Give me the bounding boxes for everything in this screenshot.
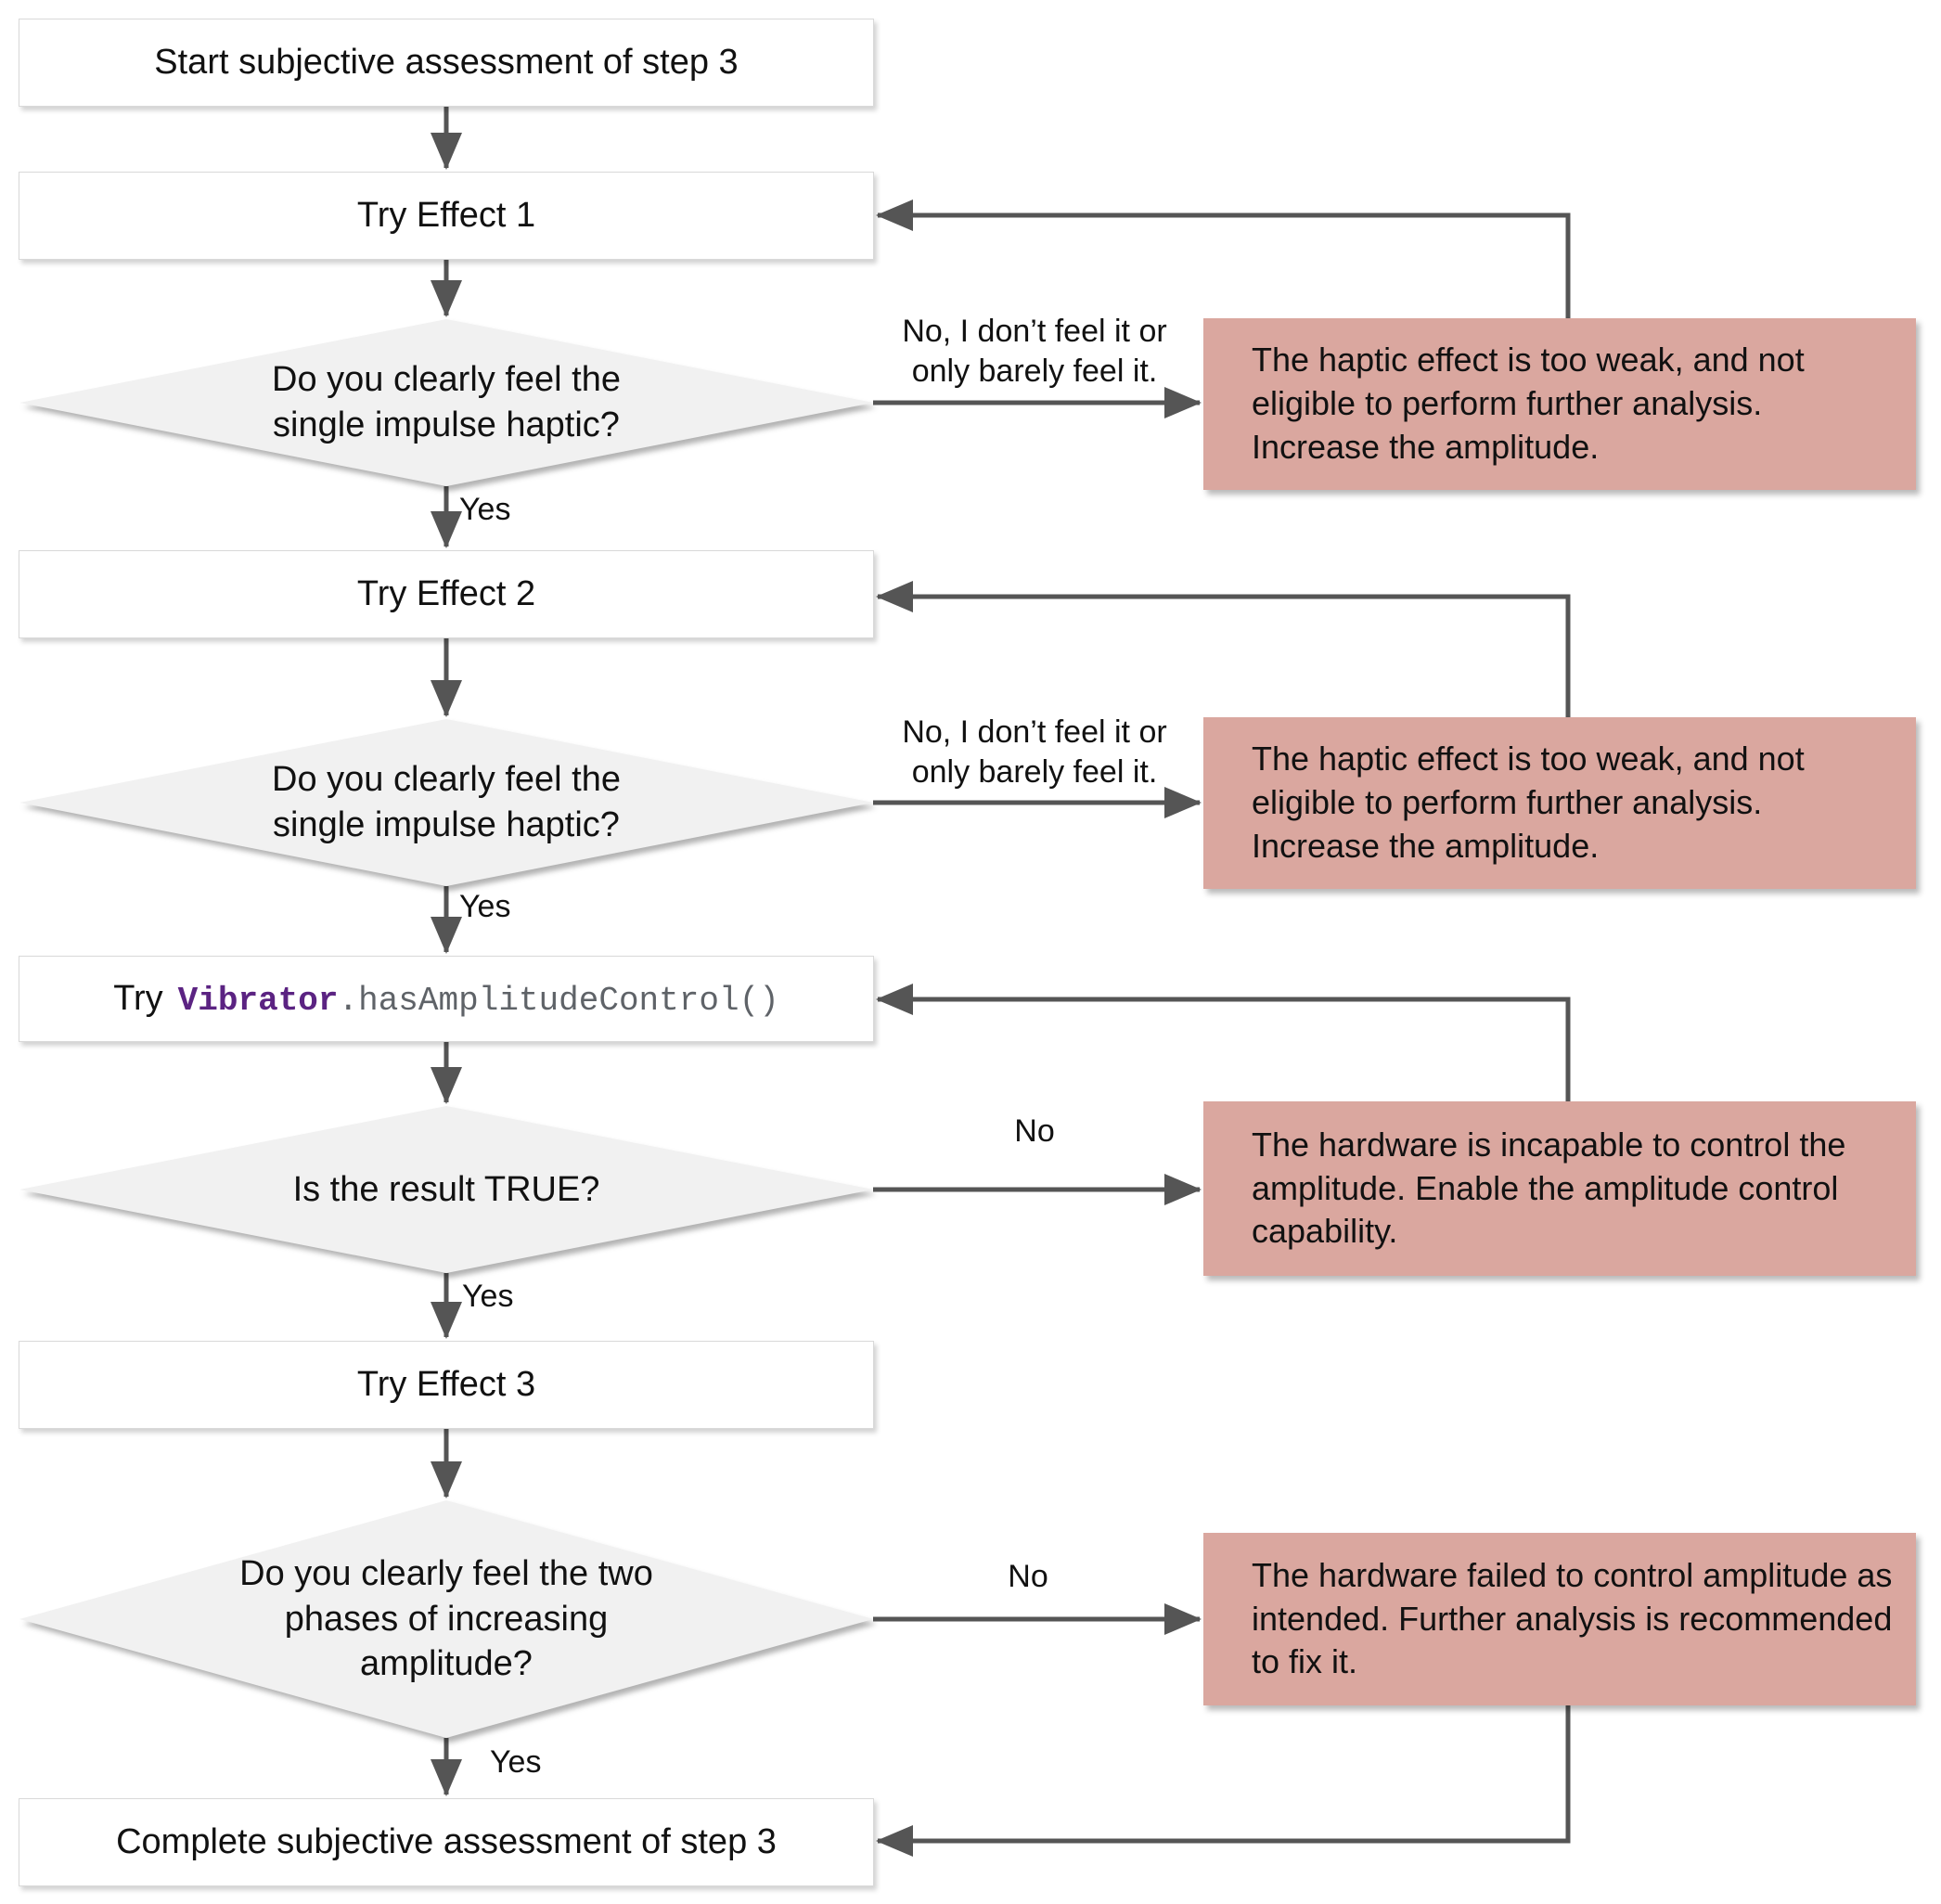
label-no-4: No	[1008, 1559, 1048, 1594]
warning-too-weak-1: The haptic effect is too weak, and not e…	[1203, 318, 1916, 490]
decision-single-impulse-1-text: Do you clearly feel the single impulse h…	[19, 319, 873, 486]
warning-incapable: The hardware is incapable to control the…	[1203, 1101, 1916, 1276]
label-yes-2: Yes	[459, 889, 511, 924]
feedback-warning1-to-try1	[876, 199, 1571, 318]
feedback-warning3-to-code	[876, 984, 1571, 1101]
decision-single-impulse-2-text: Do you clearly feel the single impulse h…	[19, 719, 873, 886]
node-try-effect-1: Try Effect 1	[19, 172, 874, 260]
code-line: Try Vibrator .hasAmplitudeControl()	[113, 979, 779, 1020]
node-try-effect-3: Try Effect 3	[19, 1341, 874, 1429]
label-yes-3: Yes	[462, 1279, 514, 1314]
label-no-weak-1: No, I don’t feel it or only barely feel …	[902, 314, 1167, 389]
label-no-3: No	[1014, 1113, 1055, 1149]
warning-failed: The hardware failed to control amplitude…	[1203, 1533, 1916, 1705]
feedback-warning4-to-complete	[876, 1705, 1571, 1857]
decision-two-phases-text: Do you clearly feel the two phases of in…	[19, 1500, 873, 1738]
label-yes-4: Yes	[490, 1744, 542, 1780]
code-prefix: Try	[113, 978, 163, 1018]
node-try-has-amplitude-control: Try Vibrator .hasAmplitudeControl()	[19, 956, 874, 1042]
label-no-weak-2: No, I don’t feel it or only barely feel …	[902, 714, 1167, 790]
decision-result-true-text: Is the result TRUE?	[19, 1106, 873, 1273]
decision-two-phases: Do you clearly feel the two phases of in…	[19, 1500, 873, 1738]
warning-too-weak-2: The haptic effect is too weak, and not e…	[1203, 717, 1916, 889]
decision-single-impulse-2: Do you clearly feel the single impulse h…	[19, 719, 873, 886]
node-try-effect-2: Try Effect 2	[19, 550, 874, 638]
code-class-name: Vibrator	[177, 981, 339, 1020]
decision-result-true: Is the result TRUE?	[19, 1106, 873, 1273]
code-method-name: .hasAmplitudeControl()	[338, 981, 779, 1020]
feedback-warning2-to-try2	[876, 581, 1571, 717]
node-complete: Complete subjective assessment of step 3	[19, 1798, 874, 1886]
decision-single-impulse-1: Do you clearly feel the single impulse h…	[19, 319, 873, 486]
label-yes-1: Yes	[459, 492, 511, 527]
node-start: Start subjective assessment of step 3	[19, 19, 874, 107]
